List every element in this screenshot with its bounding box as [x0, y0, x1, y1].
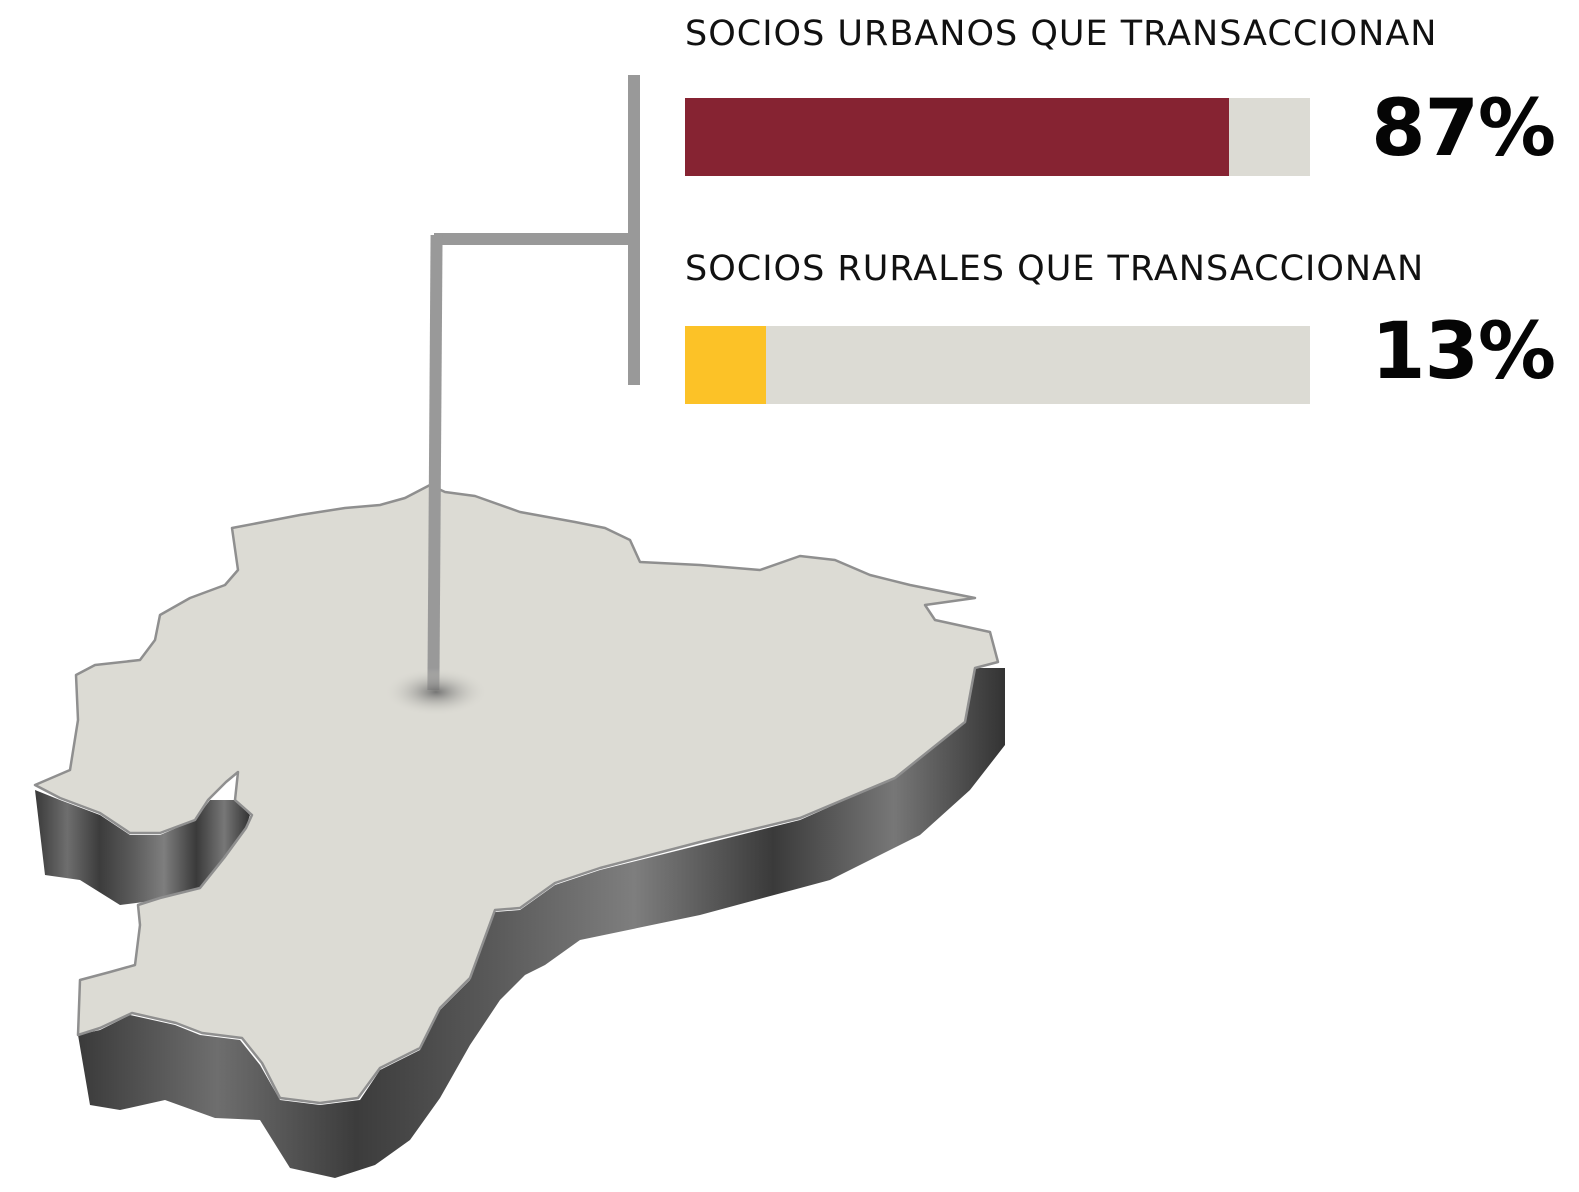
bar-track-urban: [685, 98, 1310, 176]
bar-track-rural: [685, 326, 1310, 404]
value-label-urban: 87%: [1371, 84, 1556, 174]
bar-fill-rural: [685, 326, 767, 404]
connector-vertical-right: [628, 75, 640, 385]
map-top-face: [33, 483, 1000, 1105]
pin-shadow: [384, 668, 488, 716]
bar-label-urban: SOCIOS URBANOS QUE TRANSACCIONAN: [685, 14, 1438, 54]
value-label-rural: 13%: [1371, 307, 1556, 397]
connector-horizontal: [434, 233, 634, 245]
connector-vertical-left: [427, 234, 443, 691]
bar-label-rural: SOCIOS RURALES QUE TRANSACCIONAN: [685, 249, 1425, 289]
map-side-south: [78, 668, 1005, 1178]
bar-fill-urban: [685, 98, 1229, 176]
